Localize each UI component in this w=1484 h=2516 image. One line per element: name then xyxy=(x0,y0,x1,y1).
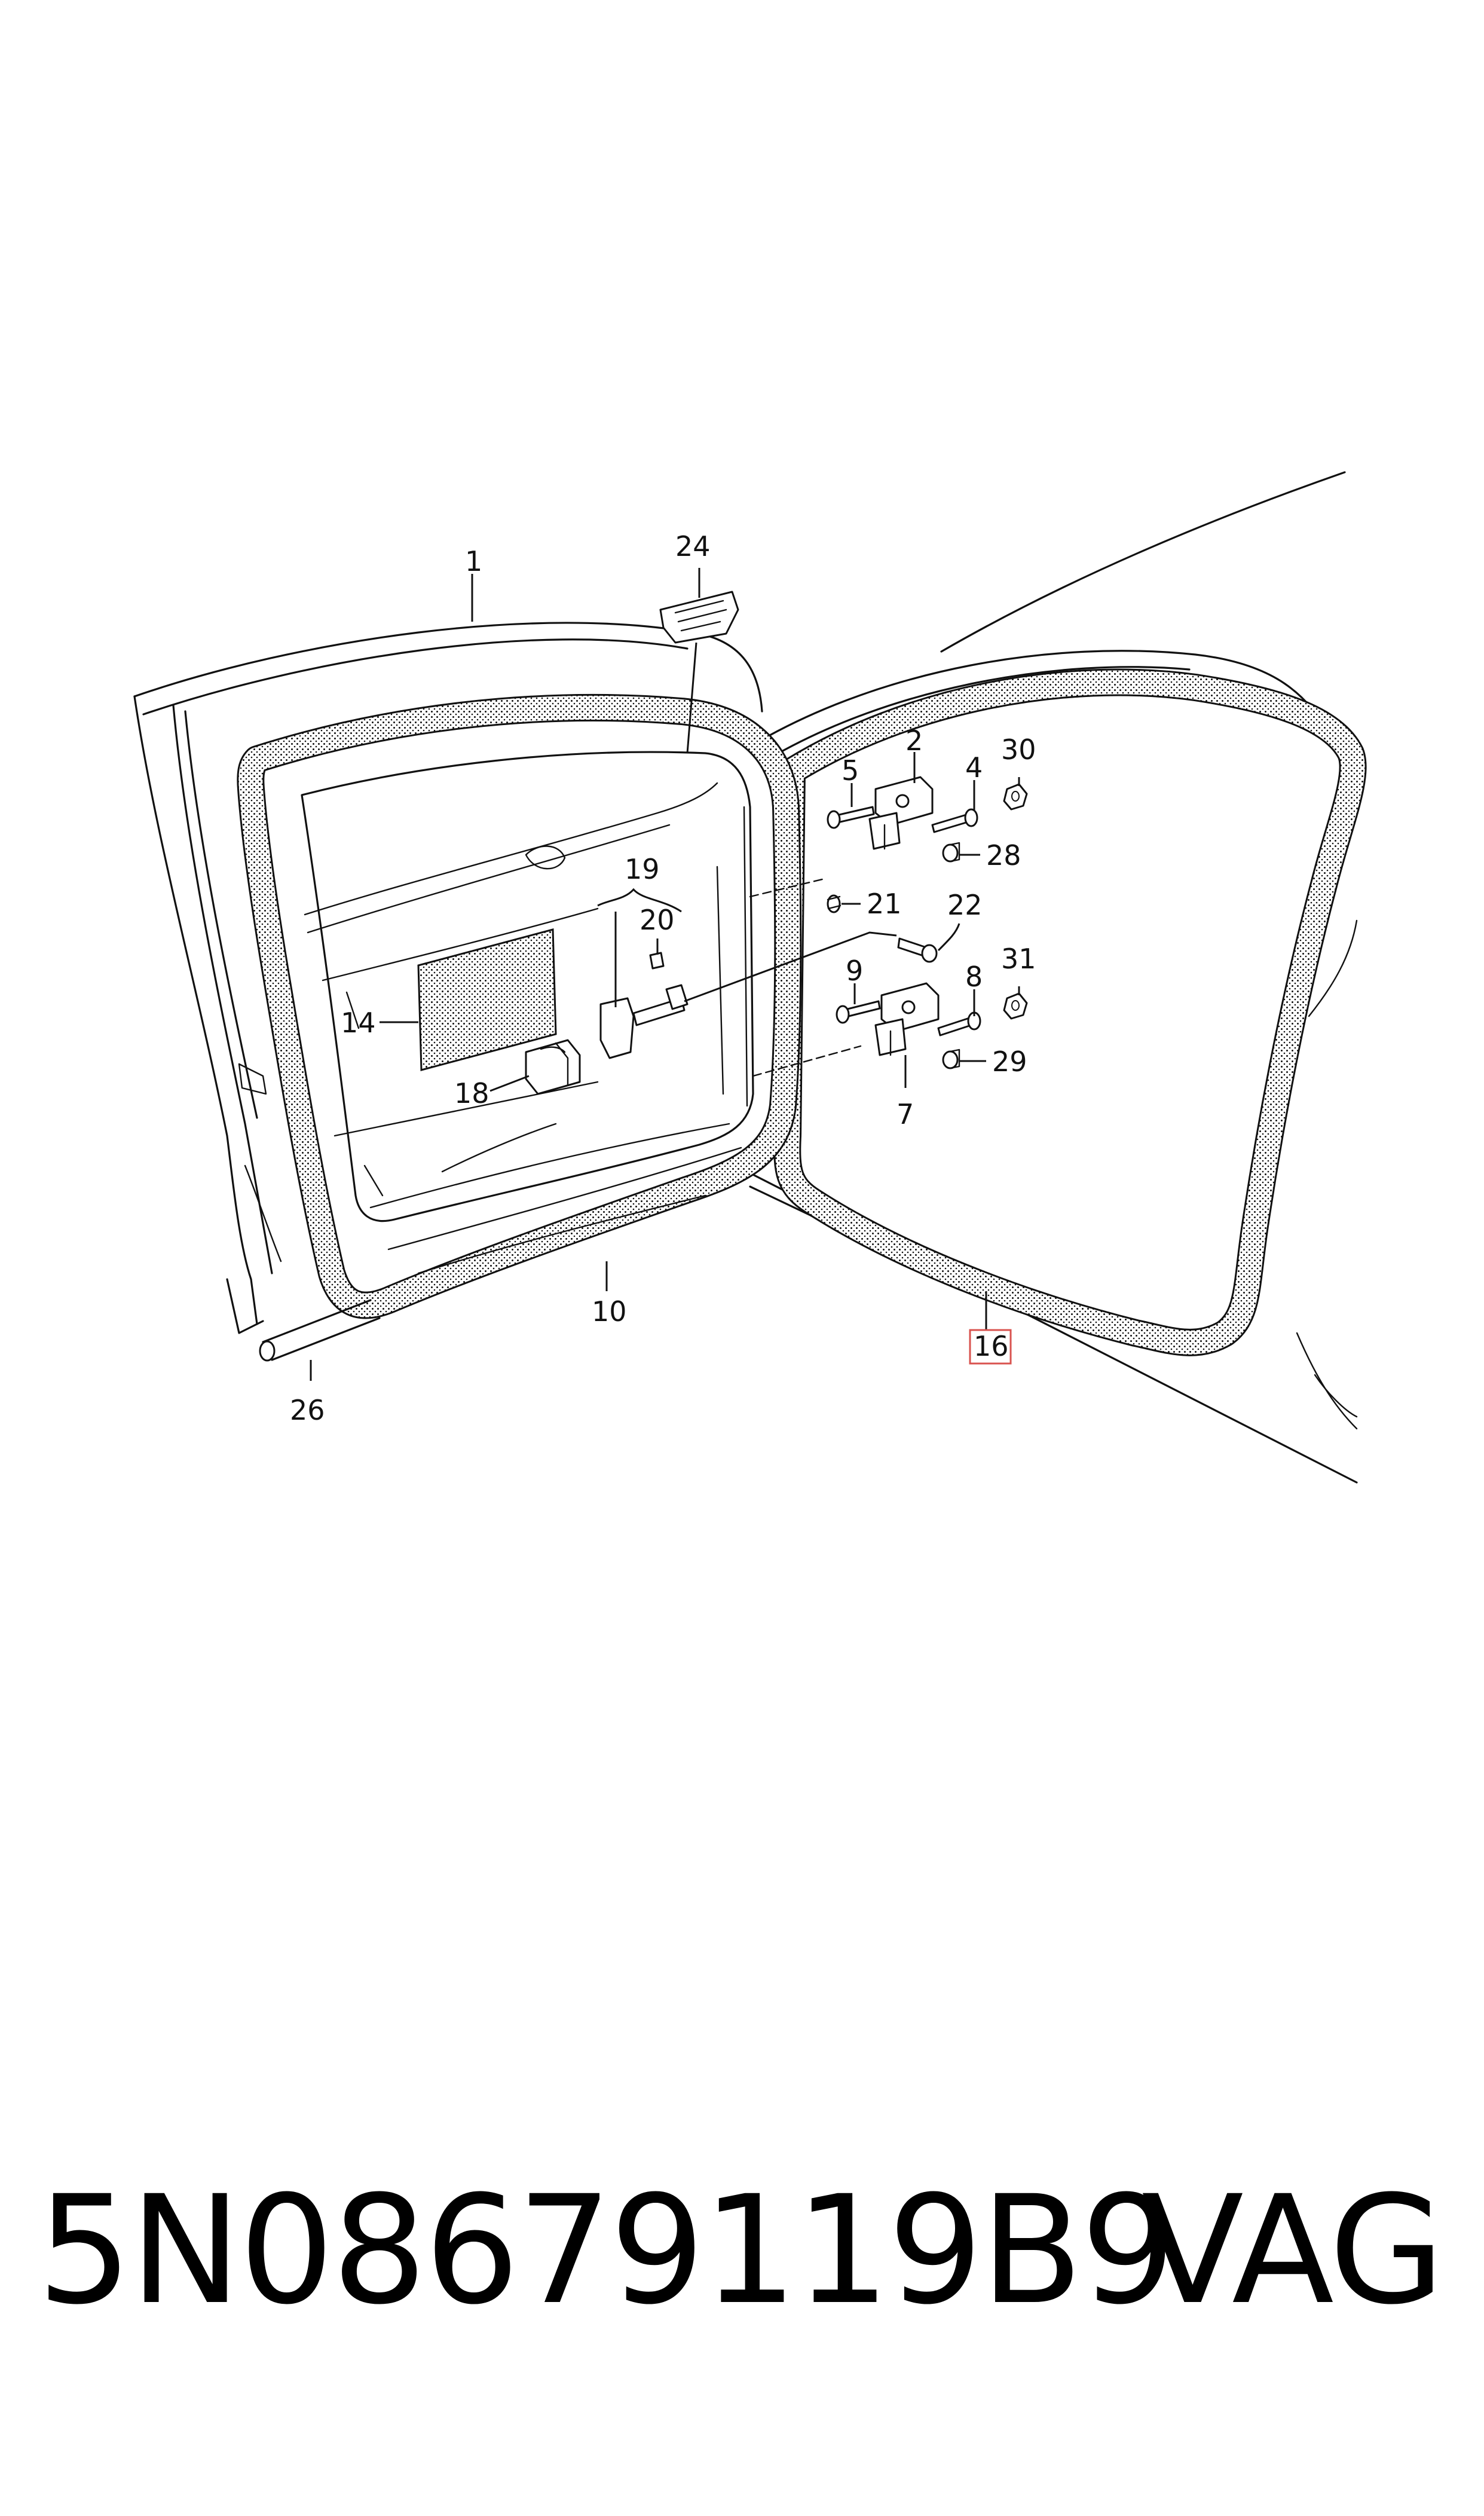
part-number-text: 5N08679119B9 xyxy=(37,2163,1176,2337)
damping-pad xyxy=(417,928,557,1071)
callout-10: 10 xyxy=(592,1295,627,1328)
callout-31: 31 xyxy=(1001,943,1036,975)
bolt-22 xyxy=(897,937,938,963)
alignment-lines xyxy=(749,878,862,1077)
callout-30: 30 xyxy=(1001,733,1036,766)
body-seal xyxy=(773,668,1367,1356)
callout-4: 4 xyxy=(965,751,983,784)
car-body-outline xyxy=(746,471,1358,1484)
cap-28 xyxy=(942,842,960,863)
callout-9: 9 xyxy=(846,955,863,987)
door-frame xyxy=(133,622,763,1334)
callout-16-highlight-box xyxy=(969,1329,1012,1365)
leader-lines xyxy=(310,568,1020,1381)
bolt-5 xyxy=(827,806,875,829)
part-24-clip xyxy=(659,591,739,644)
sill-tube xyxy=(259,1299,381,1362)
bolt-21 xyxy=(827,894,842,913)
callout-29: 29 xyxy=(992,1045,1027,1078)
bolt-9 xyxy=(836,1000,881,1024)
door-inner-panel xyxy=(301,751,754,1274)
callout-22: 22 xyxy=(947,889,983,921)
bolt-4 xyxy=(931,808,978,833)
bolt-8 xyxy=(937,1011,981,1037)
callout-14: 14 xyxy=(341,1007,376,1039)
callout-2: 2 xyxy=(905,724,923,757)
callout-5: 5 xyxy=(842,754,859,787)
callout-8: 8 xyxy=(965,961,983,993)
cap-29 xyxy=(942,1048,960,1069)
callout-16: 16 xyxy=(974,1330,1009,1362)
callout-28: 28 xyxy=(986,839,1021,872)
door-check-strap xyxy=(599,952,689,1059)
brand-text: VAG xyxy=(1142,2163,1445,2337)
upper-hinge xyxy=(868,776,934,850)
callout-26: 26 xyxy=(290,1394,325,1426)
callout-20: 20 xyxy=(640,904,675,936)
callout-21: 21 xyxy=(867,888,902,920)
callout-18: 18 xyxy=(454,1077,489,1109)
nut-30 xyxy=(1003,783,1028,811)
callout-24: 24 xyxy=(675,530,711,562)
lower-hinge xyxy=(874,982,940,1056)
nut-31 xyxy=(1003,992,1028,1020)
callout-19: 19 xyxy=(625,853,660,885)
callout-7: 7 xyxy=(896,1098,914,1130)
callout-labels: 1 24 2 5 4 30 28 21 22 9 8 31 29 7 19 20… xyxy=(290,530,1036,1426)
part-18-block xyxy=(525,1039,581,1095)
callout-1: 1 xyxy=(465,545,482,577)
door-seal xyxy=(237,693,802,1319)
